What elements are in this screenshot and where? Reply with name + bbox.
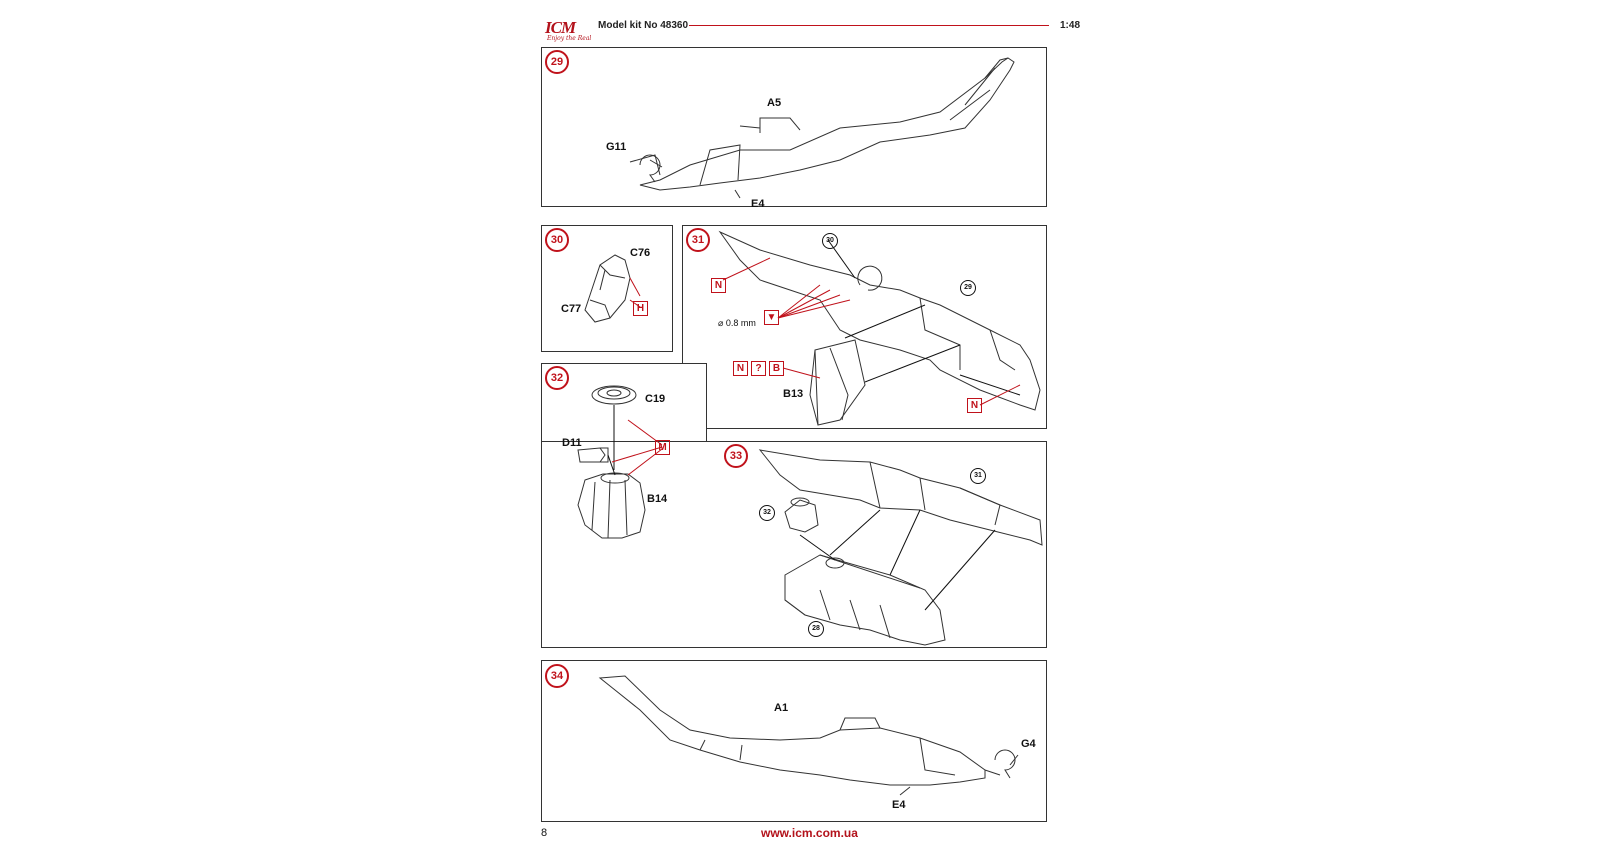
step-number-29: 29 [545,50,569,74]
step-32-exhaust-drawing [577,385,646,539]
header-rule [689,25,1049,26]
step-30-frame [541,225,673,352]
leader-g4 [1009,754,1019,766]
part-label-a1: A1 [774,702,789,714]
leader-e4-34 [899,786,911,796]
step-32-arrows [607,405,616,476]
ref-step-31: 31 [970,468,986,484]
paint-code-b: B [769,361,784,376]
step-33-frame [541,441,1047,648]
brand-name: ICM [545,18,576,37]
step-number-34: 34 [545,664,569,688]
paint-code-h: H [633,301,648,316]
part-label-b14: B14 [647,493,668,505]
paint-code-question: ? [751,361,766,376]
leader-h [629,277,641,308]
paint-code-n-mid: N [733,361,748,376]
ref-step-29: 29 [960,280,976,296]
fuselage-left-half-drawing [629,57,1015,191]
leader-g11 [649,159,663,168]
step-number-32: 32 [545,366,569,390]
step-31-assembly-drawing [718,230,1041,426]
step-34-frame [541,660,1047,822]
part-label-g4: G4 [1021,738,1036,750]
step-31-frame [682,225,1047,429]
part-label-e4-34: E4 [892,799,906,811]
step-33-arrows [799,509,996,611]
step-31-leaders [722,257,1021,406]
part-label-e4: E4 [751,198,765,210]
kit-title: Model kit No 48360 [598,20,689,31]
drill-note: ⌀ 0.8 mm [718,318,756,328]
fuselage-right-half-drawing [598,675,1016,786]
kit-scale: 1:48 [1060,20,1081,31]
paint-code-m: M [655,440,670,455]
step-33-assembly-drawing [758,449,1043,646]
paint-code-n-top: N [711,278,726,293]
part-label-a5: A5 [767,97,782,109]
paint-code-n-bottom: N [967,398,982,413]
ref-step-28: 28 [808,621,824,637]
part-c76-c77-drawing [584,254,631,323]
part-label-g11: G11 [606,141,627,153]
part-label-d11: D11 [562,437,582,449]
brand-tagline: Enjoy the Real [547,35,592,42]
drill-icon: ▼ [764,310,779,325]
part-label-c19: C19 [645,393,666,405]
step-number-30: 30 [545,228,569,252]
ref-step-30: 30 [822,233,838,249]
leader-e4-29 [734,189,741,199]
ref-step-32: 32 [759,505,775,521]
part-label-b13: B13 [783,388,804,400]
step-number-33: 33 [724,444,748,468]
step-29-frame [541,47,1047,207]
page-number: 8 [541,827,548,839]
part-label-c76: C76 [630,247,651,259]
icm-logo: ICM Enjoy the Real [545,18,591,44]
website-link[interactable]: www.icm.com.ua [761,826,858,840]
part-label-c77: C77 [561,303,582,315]
step-31-arrows [827,239,1021,396]
step-number-31: 31 [686,228,710,252]
